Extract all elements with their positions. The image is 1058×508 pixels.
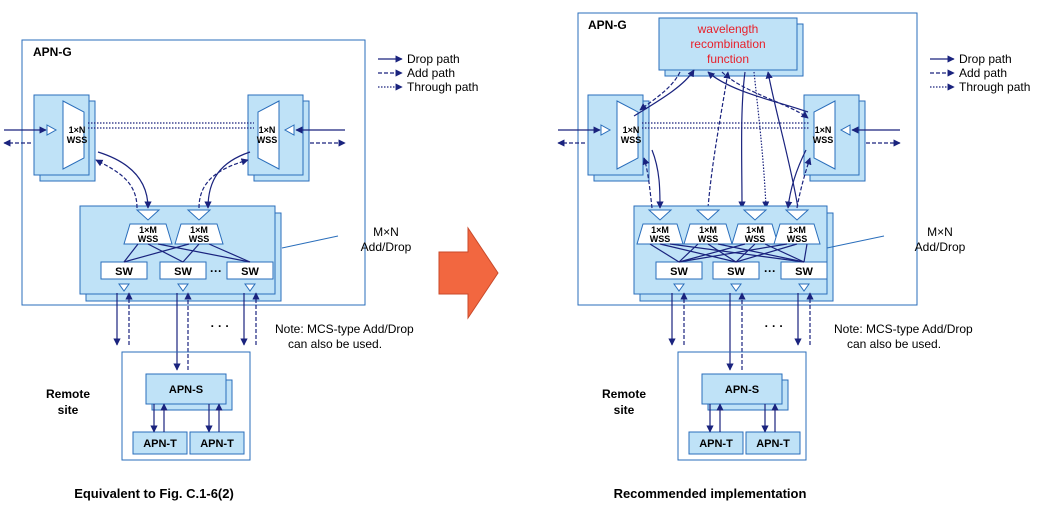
- svg-text:1×N: 1×N: [623, 125, 640, 135]
- wavelength-recombination-box: wavelength recombination function: [658, 17, 804, 77]
- svg-text:recombination: recombination: [690, 37, 765, 51]
- svg-text:WSS: WSS: [745, 234, 766, 244]
- svg-text:1×M: 1×M: [651, 225, 669, 235]
- svg-text:APN-T: APN-T: [756, 438, 790, 450]
- svg-text:APN-T: APN-T: [699, 438, 733, 450]
- svg-text:Remote: Remote: [602, 387, 646, 401]
- svg-text:1×M: 1×M: [139, 225, 157, 235]
- svg-text:WSS: WSS: [698, 234, 719, 244]
- apn-t-box-right-2: [745, 431, 801, 455]
- mxn-label-left: M×N: [373, 225, 399, 239]
- right-panel: APN-G wavelength recombination function …: [557, 12, 973, 501]
- caption-right: Recommended implementation: [614, 486, 807, 501]
- svg-text:WSS: WSS: [257, 135, 278, 145]
- svg-text:Drop path: Drop path: [959, 52, 1012, 66]
- svg-text:site: site: [58, 403, 79, 417]
- svg-text:Add path: Add path: [959, 66, 1007, 80]
- wss-1xn-left-a: 1×N WSS: [33, 94, 96, 182]
- left-panel: APN-G 1×N WSS 1×N WSS: [3, 39, 414, 501]
- svg-text:· · ·: · · ·: [211, 319, 230, 333]
- remote-site-frame-right: [677, 351, 807, 461]
- legend-right: Drop path Add path Through path: [930, 52, 1030, 94]
- add-drop-module-a: 1×M WSS 1×M WSS SW SW SW ···: [79, 205, 282, 302]
- svg-text:1×N: 1×N: [259, 125, 276, 135]
- svg-text:APN-T: APN-T: [200, 438, 234, 450]
- legend-add: Add path: [407, 66, 455, 80]
- svg-text:SW: SW: [241, 266, 259, 278]
- svg-text:APN-S: APN-S: [169, 384, 203, 396]
- legend-drop: Drop path: [407, 52, 460, 66]
- apn-s-box-left: [145, 373, 227, 405]
- svg-text:· · ·: · · ·: [765, 319, 784, 333]
- apn-g-frame-right: [577, 12, 918, 306]
- svg-text:APN-T: APN-T: [143, 438, 177, 450]
- svg-text:site: site: [614, 403, 635, 417]
- svg-text:SW: SW: [795, 266, 813, 278]
- add-drop-module-b: 1×M WSS 1×M WSS 1×M WSS 1×M WSS SW SW SW…: [633, 205, 834, 302]
- svg-text:Remote: Remote: [46, 387, 90, 401]
- svg-text:1×M: 1×M: [788, 225, 806, 235]
- svg-text:WSS: WSS: [621, 135, 642, 145]
- apn-s-box-right: [701, 373, 783, 405]
- svg-text:SW: SW: [727, 266, 745, 278]
- svg-text:function: function: [707, 52, 749, 66]
- caption-left: Equivalent to Fig. C.1-6(2): [74, 486, 234, 501]
- legend-through: Through path: [407, 80, 478, 94]
- svg-text:1×N: 1×N: [815, 125, 832, 135]
- svg-text:SW: SW: [670, 266, 688, 278]
- svg-text:1×N: 1×N: [69, 125, 86, 135]
- wss-1xn-right-a: 1×N WSS: [247, 94, 310, 182]
- svg-text:···: ···: [764, 264, 776, 278]
- svg-text:1×M: 1×M: [746, 225, 764, 235]
- svg-text:Add/Drop: Add/Drop: [915, 240, 966, 254]
- apn-t-box-left-1: [132, 431, 188, 455]
- svg-text:SW: SW: [174, 266, 192, 278]
- svg-text:can also be used.: can also be used.: [847, 337, 941, 351]
- transition-arrow: [438, 226, 499, 320]
- apn-t-box-right-1: [688, 431, 744, 455]
- apn-g-label-right: APN-G: [588, 18, 627, 32]
- svg-text:can also be used.: can also be used.: [288, 337, 382, 351]
- wss-1xn-left-b: 1×N WSS: [587, 94, 650, 182]
- svg-text:1×M: 1×M: [699, 225, 717, 235]
- svg-text:APN-S: APN-S: [725, 384, 759, 396]
- svg-text:WSS: WSS: [67, 135, 88, 145]
- svg-text:···: ···: [210, 264, 222, 278]
- svg-text:SW: SW: [115, 266, 133, 278]
- svg-text:WSS: WSS: [787, 234, 808, 244]
- svg-text:Through path: Through path: [959, 80, 1030, 94]
- remote-site-frame-left: [121, 351, 251, 461]
- svg-text:WSS: WSS: [189, 234, 210, 244]
- svg-text:WSS: WSS: [650, 234, 671, 244]
- svg-text:WSS: WSS: [138, 234, 159, 244]
- legend-left: Drop path Add path Through path: [378, 52, 478, 94]
- apn-t-box-left-2: [189, 431, 245, 455]
- apn-g-label-left: APN-G: [33, 45, 72, 59]
- svg-text:1×M: 1×M: [190, 225, 208, 235]
- note-right: Note: MCS-type Add/Drop: [834, 322, 973, 336]
- mxn-label-right: M×N: [927, 225, 953, 239]
- wss-1xn-right-b: 1×N WSS: [803, 94, 866, 182]
- svg-text:wavelength: wavelength: [697, 22, 759, 36]
- apn-g-frame-left: [21, 39, 366, 306]
- svg-text:WSS: WSS: [813, 135, 834, 145]
- svg-text:Add/Drop: Add/Drop: [361, 240, 412, 254]
- note-left: Note: MCS-type Add/Drop: [275, 322, 414, 336]
